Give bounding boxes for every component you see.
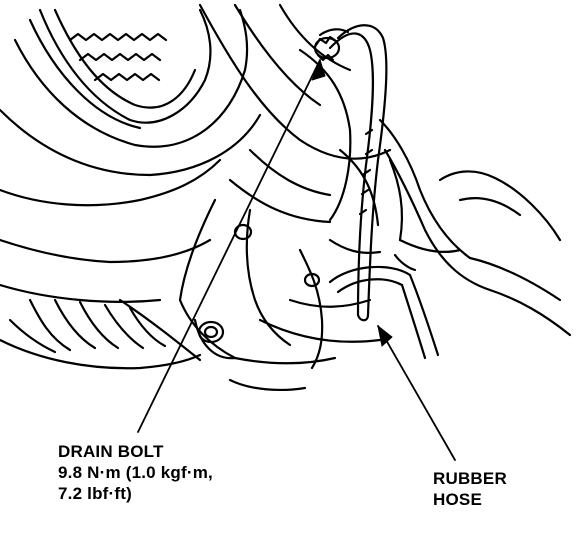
transmission-housing bbox=[0, 5, 460, 390]
drain-bolt-callout: DRAIN BOLT 9.8 N·m (1.0 kgf·m, 7.2 lbf·f… bbox=[58, 441, 213, 504]
rubber-hose-title-1: RUBBER bbox=[433, 469, 507, 488]
upper-cylinder bbox=[0, 10, 260, 175]
drain-bolt-torque: 9.8 N·m (1.0 kgf·m, bbox=[58, 463, 213, 482]
rubber-hose-callout: RUBBER HOSE bbox=[433, 468, 507, 510]
drain-bolt-title: DRAIN BOLT bbox=[58, 442, 164, 461]
rubber-hose-title-2: HOSE bbox=[433, 490, 482, 509]
ribbed-flange bbox=[0, 300, 200, 368]
rubber-hose bbox=[330, 25, 386, 320]
right-side-assembly bbox=[330, 120, 570, 358]
drain-bolt-leader bbox=[138, 60, 326, 432]
bolt-bosses bbox=[195, 225, 319, 358]
rubber-hose-leader bbox=[378, 326, 455, 460]
drain-bolt-torque-imperial: 7.2 lbf·ft) bbox=[58, 484, 132, 503]
